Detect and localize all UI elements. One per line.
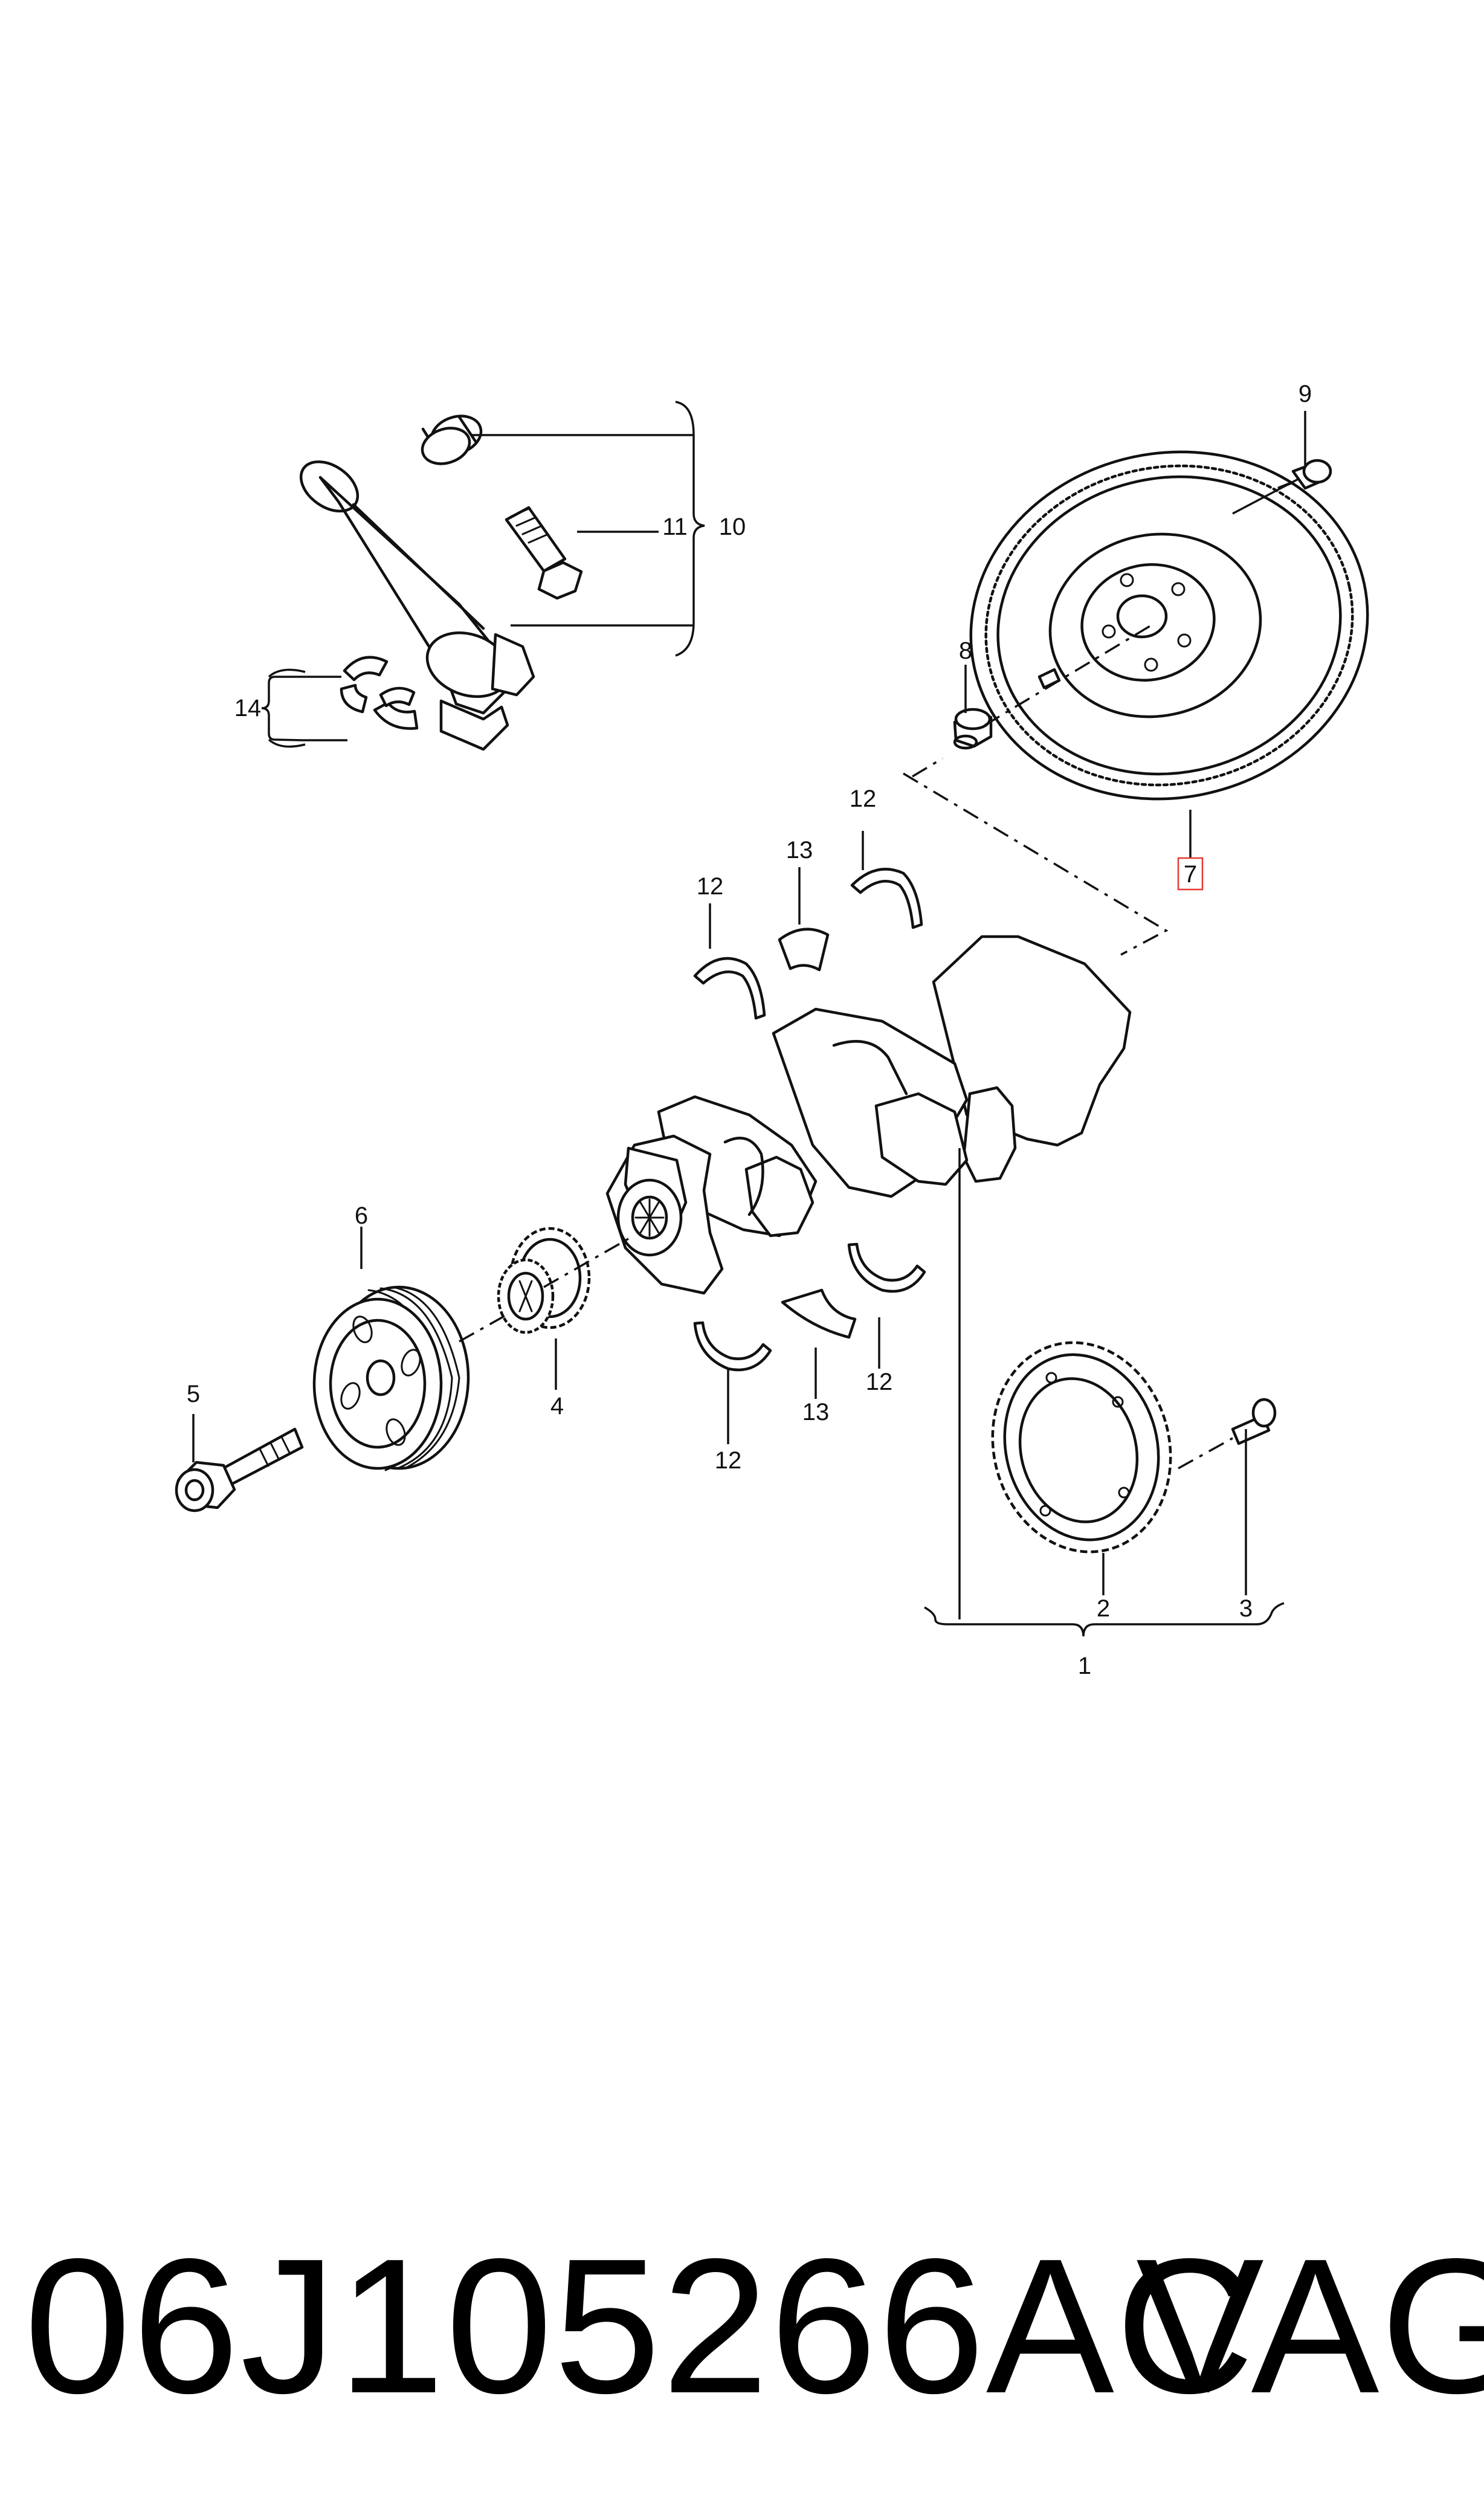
callout-10: 10 (719, 514, 746, 540)
callout-5: 5 (187, 1381, 200, 1407)
callout-12-a: 12 (697, 873, 724, 900)
part-number-caption: 06J105266AC (24, 2219, 1256, 2433)
bracket-14 (261, 668, 347, 748)
piston-pin-bushing (421, 415, 483, 465)
callout-1: 1 (1078, 1653, 1091, 1679)
callouts: 1 2 3 4 5 6 7 8 9 10 11 12 12 12 12 13 1… (187, 381, 1312, 1679)
flywheel (969, 450, 1369, 801)
callout-4: 4 (550, 1393, 564, 1419)
callout-12-b: 12 (850, 786, 877, 812)
dowel-sleeve (953, 708, 993, 750)
center-axis-dashes (903, 624, 1169, 956)
crankshaft-sprocket (497, 1227, 629, 1334)
crankshaft (605, 935, 1132, 1295)
con-rod-bearing-shells (340, 656, 419, 730)
flywheel-bolt (1232, 459, 1332, 515)
main-bearing-shells (693, 868, 926, 1372)
vibration-damper-pulley (312, 1285, 508, 1471)
callout-7: 7 (1184, 861, 1197, 888)
callout-13-a: 13 (786, 837, 813, 864)
leader-lines (192, 411, 1306, 1637)
callout-13-b: 13 (802, 1399, 830, 1425)
gear-bolt (1178, 1398, 1277, 1470)
callout-8: 8 (959, 638, 972, 664)
bracket-10 (471, 401, 705, 657)
callout-14: 14 (234, 695, 262, 722)
callout-7-highlight (1177, 857, 1204, 891)
callout-6: 6 (355, 1203, 368, 1229)
callout-9: 9 (1298, 381, 1312, 407)
callout-3: 3 (1239, 1595, 1253, 1622)
connecting-rod (299, 460, 535, 751)
callout-2: 2 (1097, 1595, 1110, 1622)
brand-caption: VAG (1136, 2219, 1484, 2433)
callout-12-d: 12 (715, 1447, 742, 1474)
callout-11: 11 (662, 514, 688, 540)
pulley-bolt (175, 1427, 304, 1512)
callout-12-c: 12 (866, 1369, 893, 1395)
connecting-rod-bolt (505, 506, 583, 600)
trigger-gear (991, 1341, 1172, 1554)
